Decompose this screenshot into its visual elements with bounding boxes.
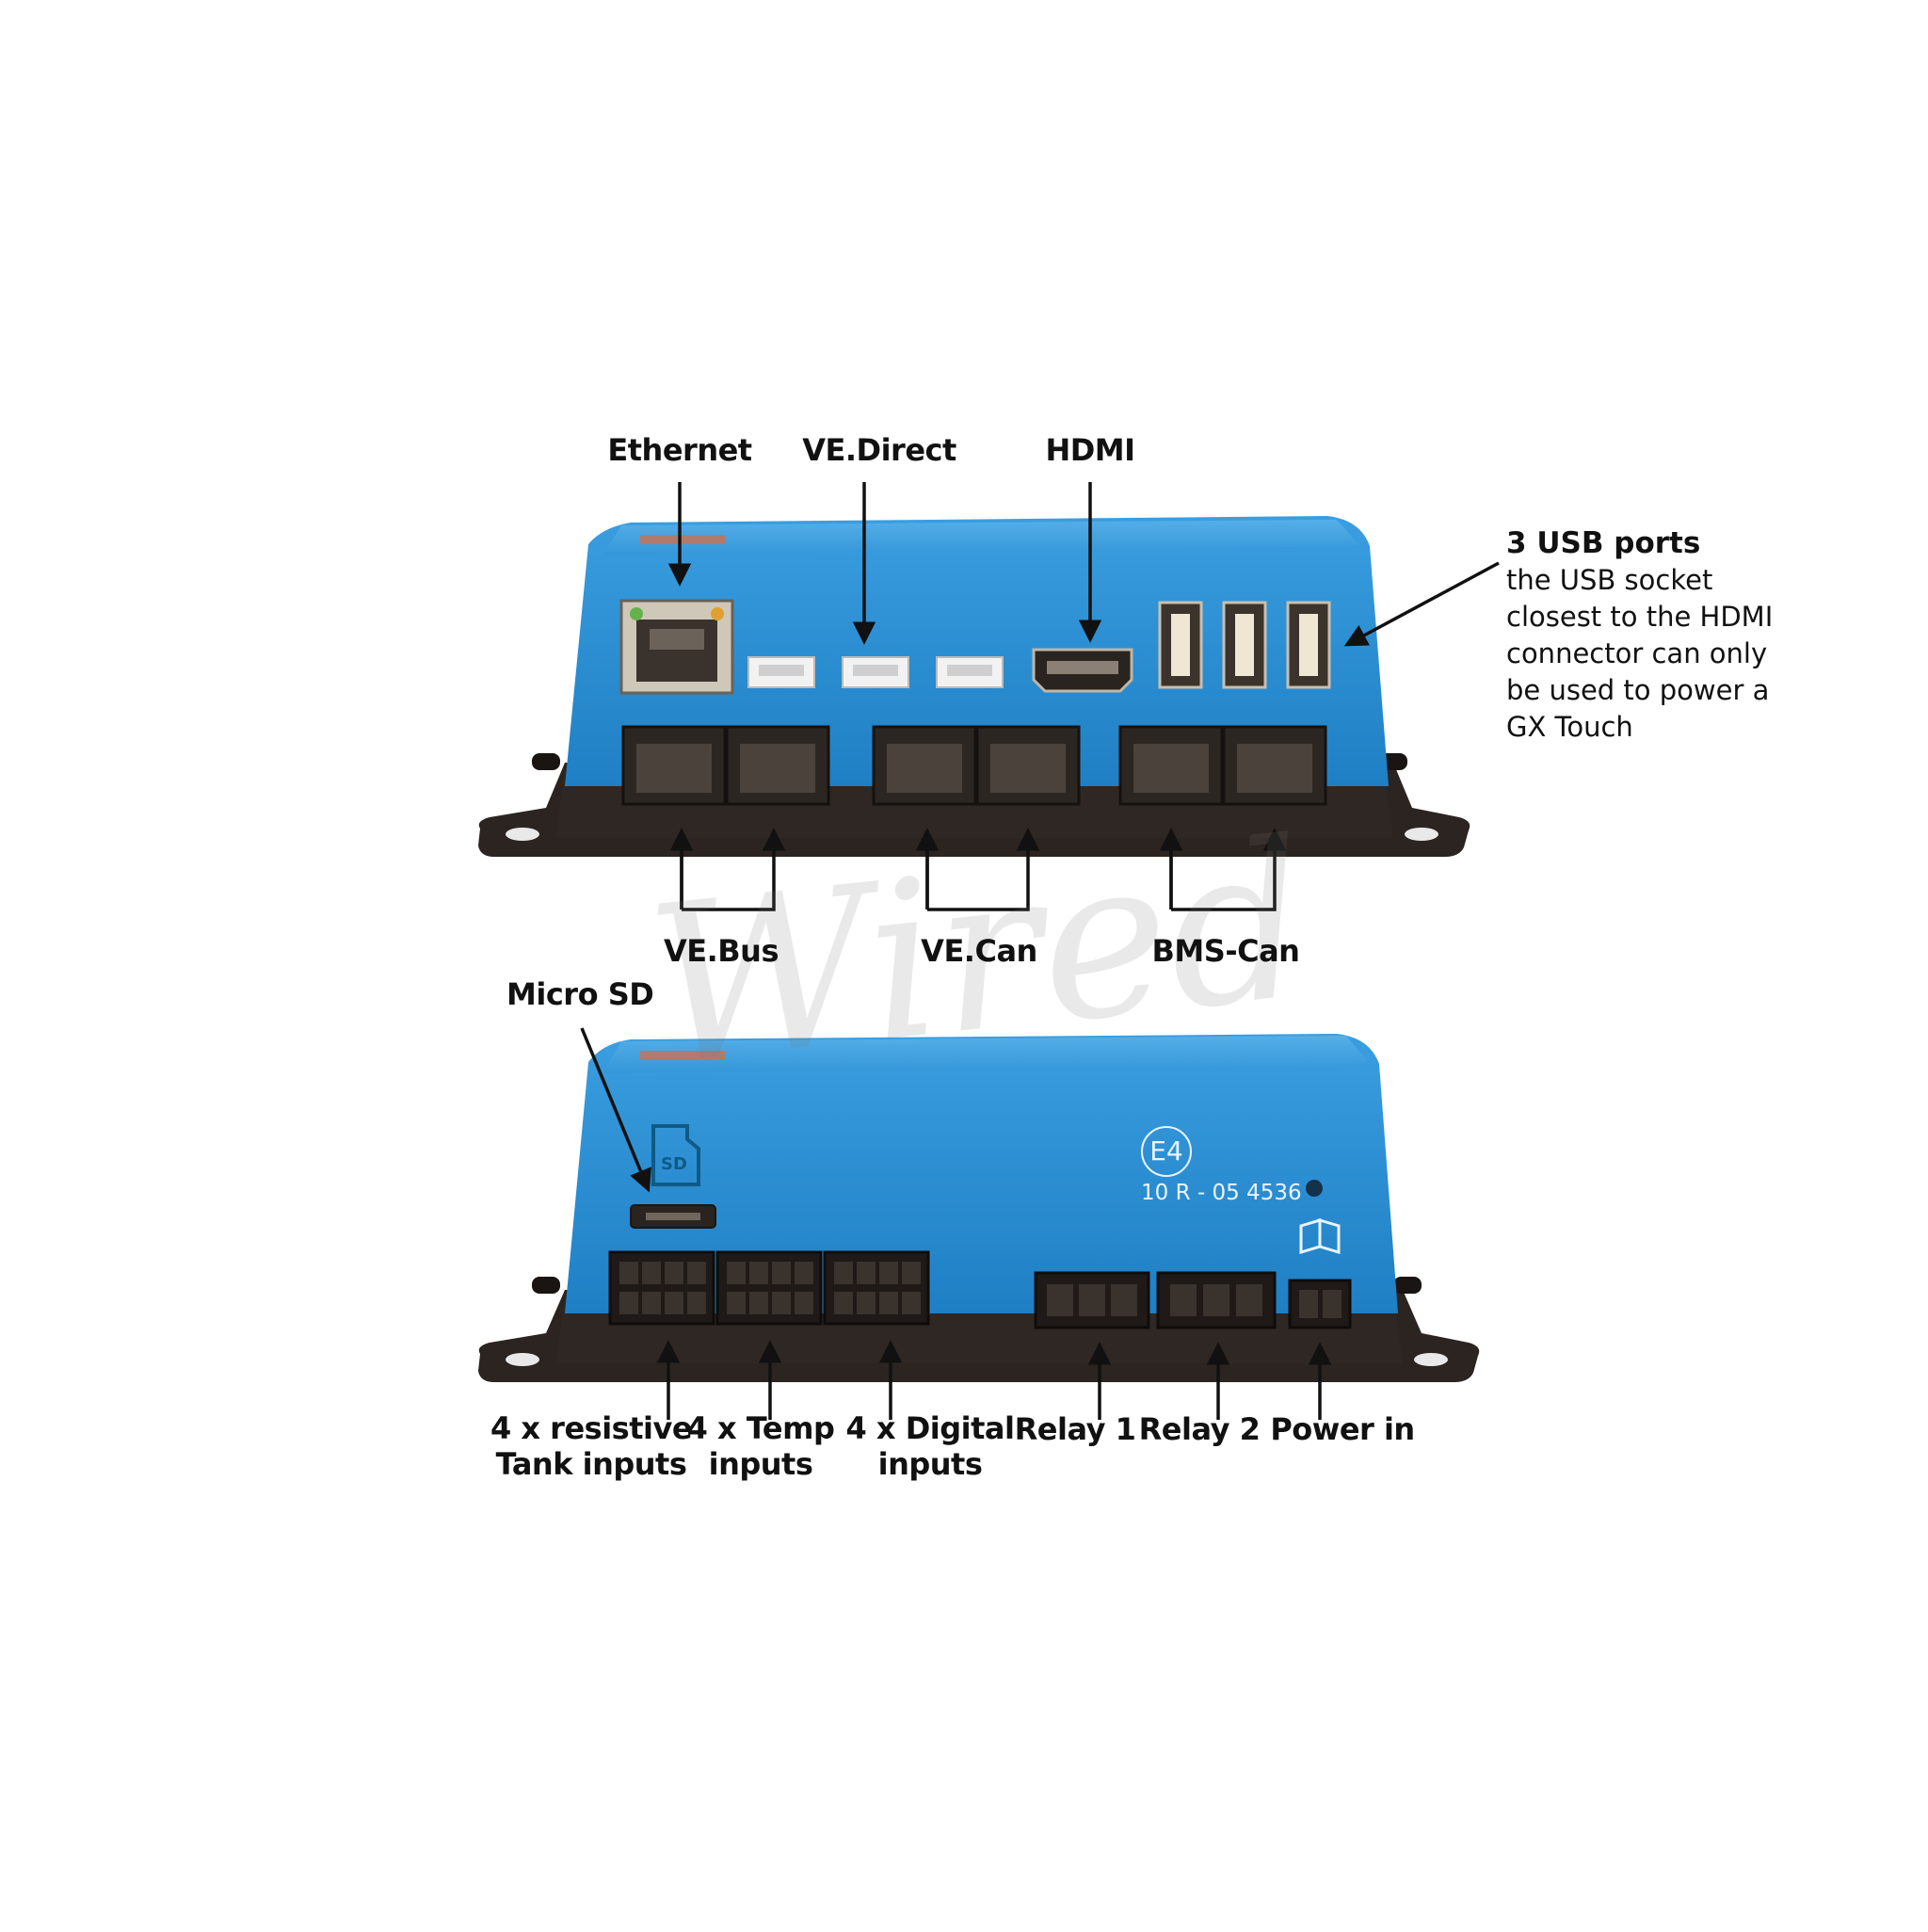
ve-can-label: VE.Can: [921, 933, 1037, 969]
usb-note-line: be used to power a: [1506, 674, 1770, 706]
bottom-left-mount-hole: [532, 1277, 560, 1294]
ethernet-label: Ethernet: [607, 432, 752, 468]
temp-inputs-label: 4 x Temp inputs: [687, 1410, 835, 1482]
bms-can-label: BMS-Can: [1151, 933, 1300, 969]
approval-number: 10 R - 05 4536: [1141, 1181, 1302, 1205]
ve-direct-label: VE.Direct: [802, 432, 956, 468]
bottom-right-mount-hole: [1393, 1277, 1422, 1294]
usb-ports-note: 3 USB ports the USB socket closest to th…: [1506, 525, 1773, 746]
relay-2-label: Relay 2: [1138, 1411, 1261, 1447]
digital-inputs-label-line: inputs: [877, 1446, 983, 1482]
sd-card-icon: [651, 1124, 700, 1186]
bottom-device-enclosure: [565, 1034, 1398, 1313]
bottom-callout-arrows: [580, 1027, 1332, 1420]
sd-icon-text: SD: [661, 1154, 687, 1174]
usb-note-line: the USB socket: [1506, 564, 1713, 596]
rj45-ports: [621, 725, 1327, 806]
top-device-enclosure: [565, 516, 1389, 786]
temp-inputs-label-line: 4 x Temp: [686, 1410, 835, 1446]
status-led: [1306, 1180, 1323, 1197]
power-in-label: Power in: [1270, 1411, 1415, 1447]
bottom-right-flange-hole: [1414, 1353, 1448, 1366]
digital-inputs-label: 4 x Digital inputs: [846, 1410, 1015, 1482]
ve-bus-label: VE.Bus: [664, 933, 779, 969]
usb-ports-heading: 3 USB ports: [1506, 526, 1701, 560]
temp-inputs-label-line: inputs: [708, 1446, 813, 1482]
approval-mark-badge: E4: [1141, 1126, 1192, 1177]
relay-terminals: [1034, 1271, 1277, 1329]
bottom-device: [478, 1034, 1480, 1382]
top-callout-arrows: [667, 482, 1500, 911]
hdmi-port: [1032, 648, 1133, 693]
input-terminal-blocks: [608, 1250, 930, 1326]
ve-direct-ports: [747, 656, 1004, 688]
usb-note-line: connector can only: [1506, 637, 1768, 669]
power-in-terminal: [1288, 1279, 1352, 1329]
top-right-flange-hole: [1405, 828, 1438, 841]
digital-inputs-label-line: 4 x Digital: [845, 1410, 1015, 1446]
usb-note-line: closest to the HDMI: [1506, 601, 1774, 633]
top-device-brand-strip: [640, 535, 725, 544]
ethernet-port: [619, 599, 734, 695]
micro-sd-slot-opening: [646, 1213, 700, 1220]
relay-1-label: Relay 1: [1014, 1411, 1136, 1447]
bottom-device-brand-strip: [640, 1051, 725, 1060]
tank-inputs-label-line: Tank inputs: [495, 1446, 687, 1482]
top-device: [478, 516, 1470, 857]
manual-book-icon: [1299, 1217, 1341, 1255]
tank-inputs-label-line: 4 x resistive: [490, 1410, 693, 1446]
top-device-lid: [602, 520, 1360, 555]
usb-ports: [1158, 601, 1331, 689]
bottom-left-flange-hole: [506, 1353, 539, 1366]
micro-sd-label: Micro SD: [506, 976, 654, 1012]
top-left-mount-hole: [532, 753, 560, 770]
hdmi-label: HDMI: [1045, 432, 1135, 468]
micro-sd-arrow: [580, 1027, 651, 1193]
usb-arrow: [1343, 561, 1500, 647]
top-left-flange-hole: [506, 828, 539, 841]
tank-inputs-label: 4 x resistive Tank inputs: [490, 1410, 693, 1482]
usb-note-line: GX Touch: [1506, 711, 1633, 743]
bottom-device-lid: [602, 1036, 1370, 1073]
